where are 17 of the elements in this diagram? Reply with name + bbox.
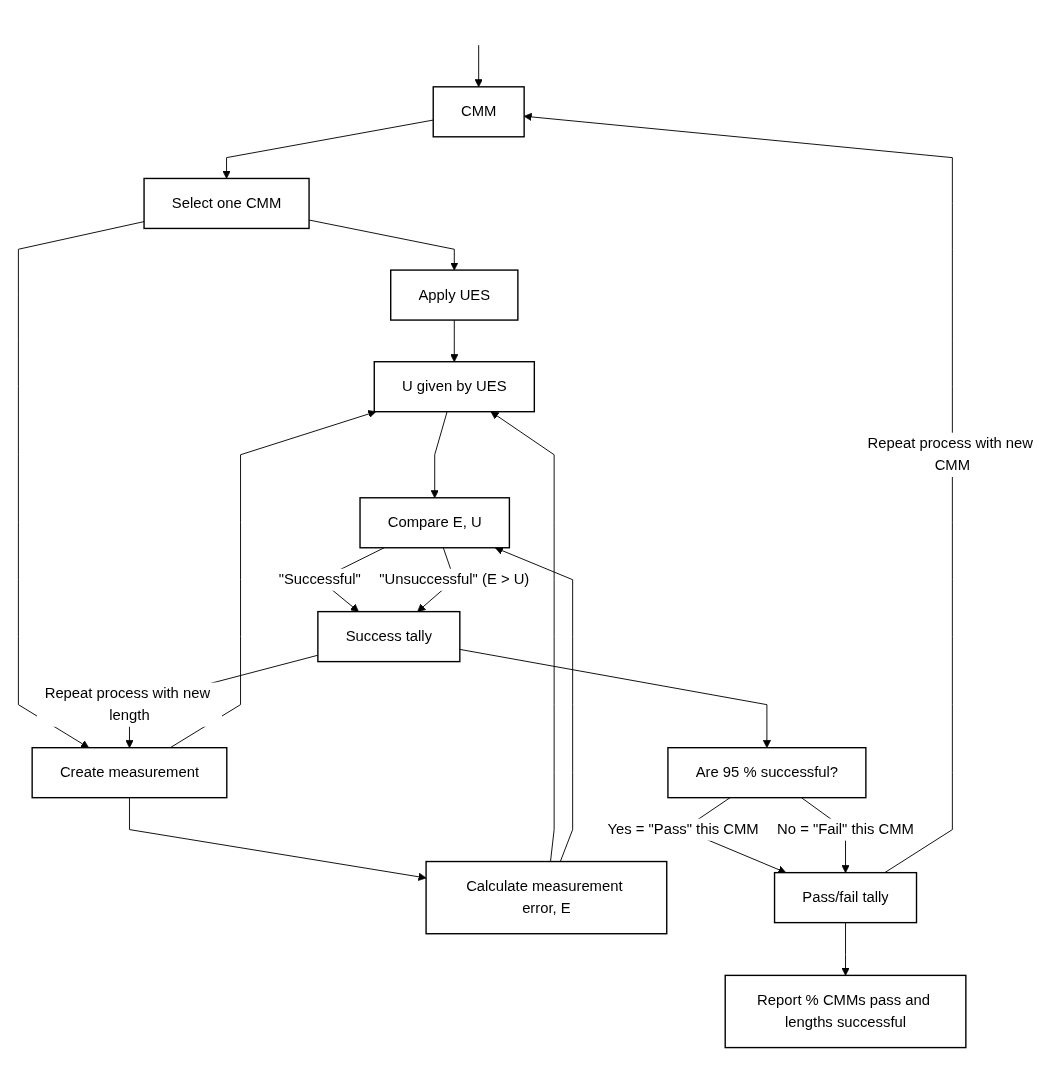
edge-label: Yes = "Pass" this CMM <box>607 821 759 838</box>
node-box: Calculate measurement error, E <box>425 860 668 935</box>
edge-label: Repeat process with new CMM <box>867 435 1034 474</box>
node-box: Compare E, U <box>359 497 511 549</box>
edge-label: No = "Fail" this CMM <box>777 821 915 838</box>
edge-label: "Unsuccessful" (E > U) <box>379 571 530 588</box>
node-box: Select one CMM <box>143 177 311 230</box>
node-box: CMM <box>432 86 526 138</box>
edge-label: Repeat process with new length <box>45 685 211 724</box>
node-box: Create measurement <box>31 747 228 799</box>
node-box: Report % CMMs pass and lengths successful <box>724 974 967 1049</box>
node-box: Success tally <box>317 610 461 663</box>
node-box: Are 95 % successful? <box>667 747 867 799</box>
node-box: Pass/fail tally <box>774 871 918 924</box>
edge-label: "Successful" <box>278 571 362 588</box>
node-box: Apply UES <box>390 269 519 321</box>
node-box: U given by UES <box>373 361 536 413</box>
